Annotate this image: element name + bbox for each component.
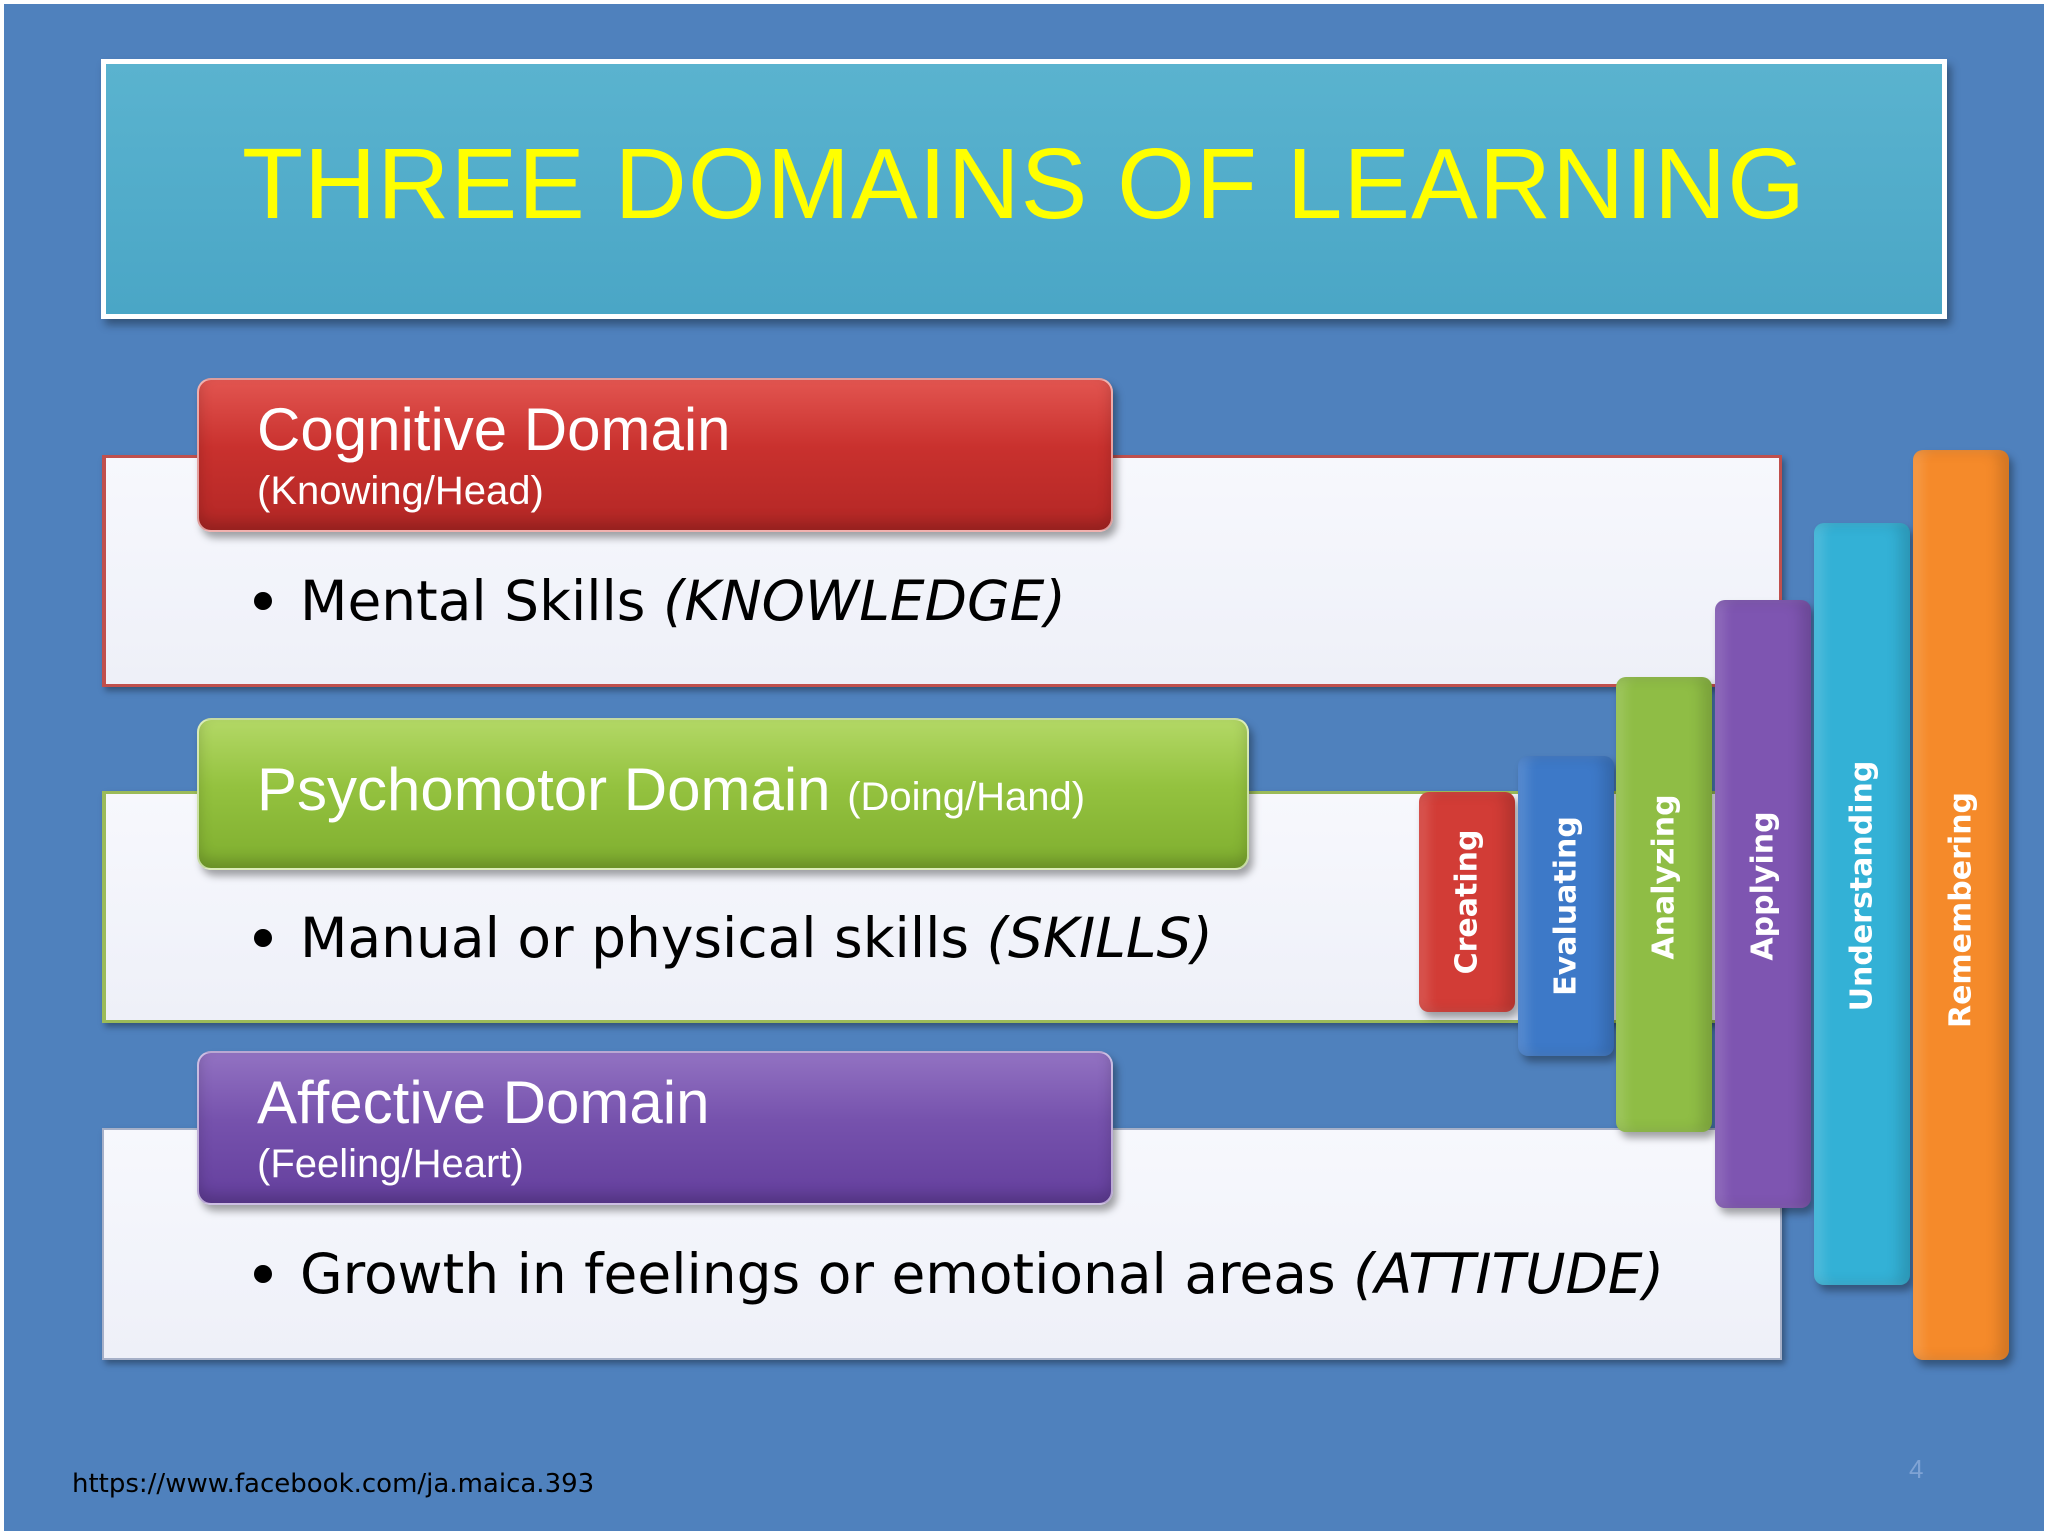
bullet-dot bbox=[254, 1264, 272, 1283]
psychomotor-bullet: Manual or physical skills (SKILLS) bbox=[254, 911, 1213, 966]
taxonomy-label-analyzing: Analyzing bbox=[1646, 794, 1682, 960]
affective-domain-title: Affective Domain bbox=[257, 1069, 710, 1136]
source-url: https://www.facebook.com/ja.maica.393 bbox=[72, 1469, 595, 1499]
affective-bullet-emphasis: (ATTITUDE) bbox=[1353, 1242, 1665, 1306]
taxonomy-bar-applying: Applying bbox=[1715, 600, 1811, 1208]
affective-domain-subtitle: (Feeling/Heart) bbox=[257, 1142, 524, 1186]
bullet-dot bbox=[254, 591, 272, 610]
bullet-dot bbox=[254, 928, 272, 947]
taxonomy-label-remembering: Remembering bbox=[1943, 791, 1979, 1029]
affective-domain-header: Affective Domain (Feeling/Heart) bbox=[197, 1051, 1113, 1205]
taxonomy-label-evaluating: Evaluating bbox=[1548, 816, 1584, 996]
cognitive-domain-header: Cognitive Domain (Knowing/Head) bbox=[197, 378, 1113, 532]
taxonomy-label-understanding: Understanding bbox=[1844, 760, 1880, 1012]
cognitive-bullet-emphasis: (KNOWLEDGE) bbox=[662, 569, 1066, 633]
slide-title: THREE DOMAINS OF LEARNING bbox=[241, 127, 1807, 240]
cognitive-bullet: Mental Skills (KNOWLEDGE) bbox=[254, 574, 1066, 629]
taxonomy-bar-analyzing: Analyzing bbox=[1616, 677, 1712, 1132]
taxonomy-label-applying: Applying bbox=[1745, 811, 1781, 961]
psychomotor-bullet-emphasis: (SKILLS) bbox=[986, 906, 1213, 970]
psychomotor-bullet-text: Manual or physical skills bbox=[300, 906, 987, 970]
slide: THREE DOMAINS OF LEARNING Cognitive Doma… bbox=[4, 4, 2044, 1531]
cognitive-domain-subtitle: (Knowing/Head) bbox=[257, 469, 544, 513]
taxonomy-bar-understanding: Understanding bbox=[1814, 523, 1910, 1285]
taxonomy-bar-evaluating: Evaluating bbox=[1518, 756, 1614, 1056]
cognitive-bullet-text: Mental Skills bbox=[300, 569, 663, 633]
taxonomy-bar-remembering: Remembering bbox=[1913, 450, 2009, 1360]
psychomotor-domain-title: Psychomotor Domain (Doing/Hand) bbox=[257, 760, 1085, 820]
psychomotor-domain-header: Psychomotor Domain (Doing/Hand) bbox=[197, 718, 1249, 870]
affective-bullet-text: Growth in feelings or emotional areas bbox=[300, 1242, 1354, 1306]
psychomotor-domain-title-text: Psychomotor Domain bbox=[257, 756, 831, 823]
psychomotor-domain-subtitle: (Doing/Hand) bbox=[847, 775, 1086, 819]
taxonomy-bar-creating: Creating bbox=[1419, 792, 1515, 1012]
taxonomy-label-creating: Creating bbox=[1449, 829, 1485, 975]
page-number: 4 bbox=[1909, 1454, 1924, 1484]
affective-bullet: Growth in feelings or emotional areas (A… bbox=[254, 1247, 1664, 1302]
title-box: THREE DOMAINS OF LEARNING bbox=[101, 59, 1947, 319]
cognitive-domain-title: Cognitive Domain bbox=[257, 396, 731, 463]
